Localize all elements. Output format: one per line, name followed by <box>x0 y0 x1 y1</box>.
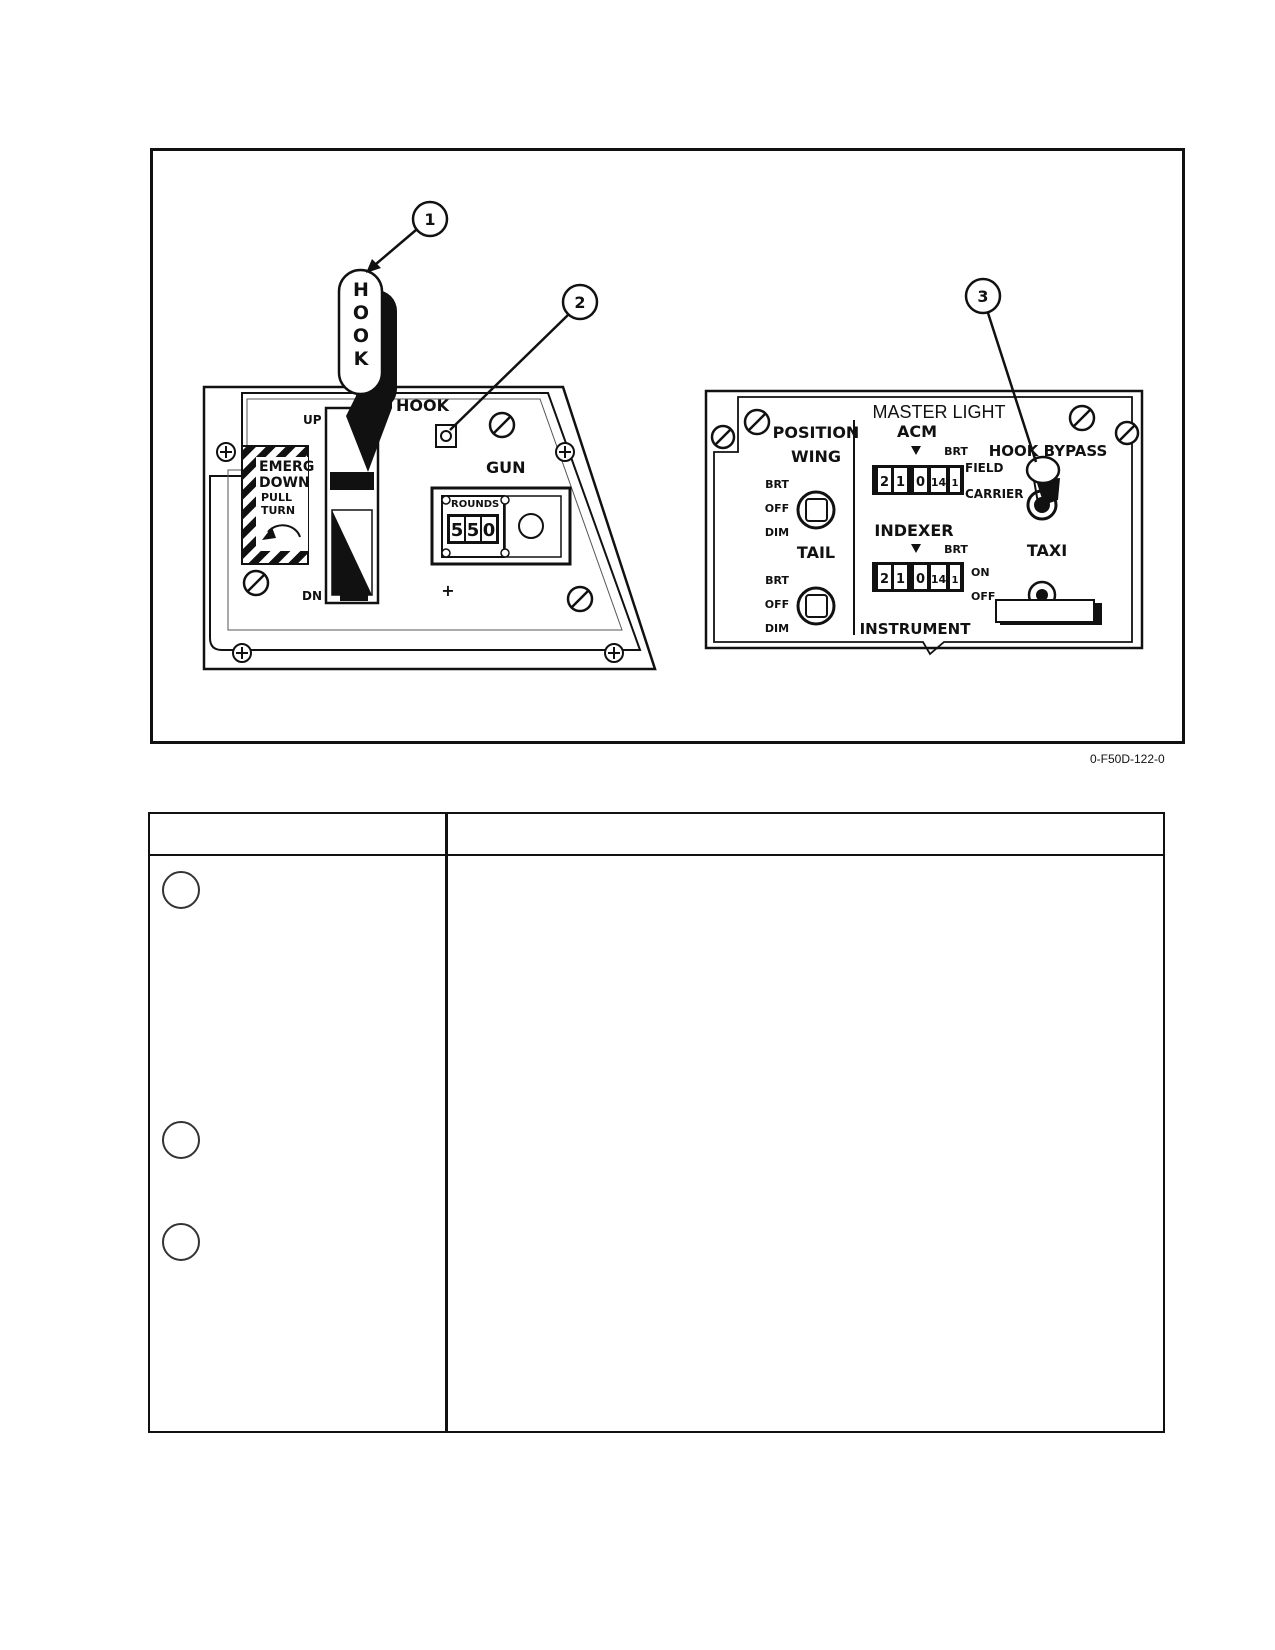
taxi-toggle-switch[interactable] <box>995 580 1102 625</box>
screw-icon <box>555 442 575 462</box>
tail-light-knob[interactable] <box>796 586 836 626</box>
acm-brt-label: BRT <box>944 445 968 458</box>
rounds-digit: 0 <box>483 520 496 541</box>
wing-brt-label: BRT <box>765 478 789 491</box>
acm-wheel-digit: 1 <box>952 478 959 489</box>
wing-off-label: OFF <box>765 502 789 515</box>
screw-icon <box>216 442 236 462</box>
master-light-label: MASTER LIGHT <box>872 402 1005 422</box>
wing-light-knob[interactable] <box>796 490 836 530</box>
rounds-counter-housing <box>430 486 572 566</box>
taxi-on-label: ON <box>971 566 990 579</box>
wing-dim-label: DIM <box>765 526 789 539</box>
plus-mark: + <box>441 581 454 600</box>
dn-label: DN <box>302 589 322 603</box>
cockpit-panels-illustration: EMERG DOWN PULL TURN H O O K HOOK UP DN … <box>202 200 1144 671</box>
indexer-wheel-digit: 0 <box>916 572 925 587</box>
indexer-wheel-digit: 2 <box>880 572 889 587</box>
hook-label: HOOK <box>396 396 450 415</box>
acm-pointer-icon <box>911 446 921 455</box>
callout-3 <box>964 277 1038 463</box>
hook-handle-letter: O <box>353 325 369 347</box>
acm-wheel-digit: 14 <box>931 476 947 489</box>
slotted-screw-icon <box>1114 420 1140 446</box>
tail-label: TAIL <box>797 543 835 562</box>
hook-bypass-label: HOOK BYPASS <box>989 442 1108 460</box>
legend-callout-circle <box>162 1121 200 1159</box>
callout-1 <box>366 200 449 273</box>
up-label: UP <box>303 413 322 427</box>
rounds-digit: 5 <box>451 520 464 541</box>
figure-id-label: 0-F50D-122-0 <box>1090 752 1165 766</box>
legend-callout-circle <box>162 871 200 909</box>
field-label: FIELD <box>965 461 1004 475</box>
indexer-thumbwheel[interactable] <box>872 562 964 592</box>
legend-column-divider <box>445 814 448 1431</box>
gun-label: GUN <box>486 458 526 477</box>
indexer-wheel-digit: 1 <box>952 575 959 586</box>
tail-off-label: OFF <box>765 598 789 611</box>
callout-number: 2 <box>574 293 585 312</box>
pull-label: PULL <box>261 491 292 504</box>
hook-handle-slot <box>324 406 380 605</box>
acm-thumbwheel[interactable] <box>872 465 964 495</box>
down-label: DOWN <box>259 475 310 491</box>
indexer-pointer-icon <box>911 544 921 553</box>
acm-label: ACM <box>897 422 937 441</box>
screw-icon <box>604 643 624 663</box>
slotted-screw-icon <box>566 585 594 613</box>
turn-label: TURN <box>261 504 295 517</box>
taxi-off-label: OFF <box>971 590 995 603</box>
callout-number: 1 <box>424 210 435 229</box>
indexer-wheel-digit: 14 <box>931 573 947 586</box>
slotted-screw-icon <box>743 408 771 436</box>
indexer-brt-label: BRT <box>944 543 968 556</box>
tail-brt-label: BRT <box>765 574 789 587</box>
tail-dim-label: DIM <box>765 622 789 635</box>
acm-wheel-digit: 2 <box>880 475 889 490</box>
acm-wheel-digit: 1 <box>896 475 905 490</box>
indexer-wheel-digit: 1 <box>896 572 905 587</box>
screw-icon <box>232 643 252 663</box>
wing-label: WING <box>791 447 841 466</box>
acm-wheel-digit: 0 <box>916 475 925 490</box>
hook-handle-letter: O <box>353 302 369 324</box>
position-label: POSITION <box>773 423 860 442</box>
indexer-label: INDEXER <box>874 521 953 540</box>
carrier-label: CARRIER <box>965 487 1023 501</box>
legend-table <box>148 812 1165 1433</box>
figure-frame <box>150 148 1185 744</box>
rounds-label: ROUNDS <box>451 499 499 510</box>
hook-gun-panel <box>202 385 657 671</box>
callout-2 <box>449 283 599 431</box>
rounds-digit: 5 <box>467 520 480 541</box>
hook-handle-letter: K <box>354 348 370 370</box>
slotted-screw-icon <box>242 569 270 597</box>
hook-handle-letter: H <box>353 279 369 301</box>
slotted-screw-icon <box>710 424 736 450</box>
taxi-label: TAXI <box>1027 541 1067 560</box>
slotted-screw-icon <box>1068 404 1096 432</box>
legend-callout-circle <box>162 1223 200 1261</box>
instrument-label: INSTRUMENT <box>860 620 972 638</box>
hook-bypass-toggle-switch[interactable] <box>1025 455 1061 521</box>
legend-table-header <box>150 814 1163 856</box>
hook-handle[interactable] <box>337 268 397 472</box>
rotate-arrow-icon <box>262 524 301 540</box>
callout-number: 3 <box>977 287 988 306</box>
slotted-screw-icon <box>488 411 516 439</box>
emerg-label: EMERG <box>259 459 314 475</box>
